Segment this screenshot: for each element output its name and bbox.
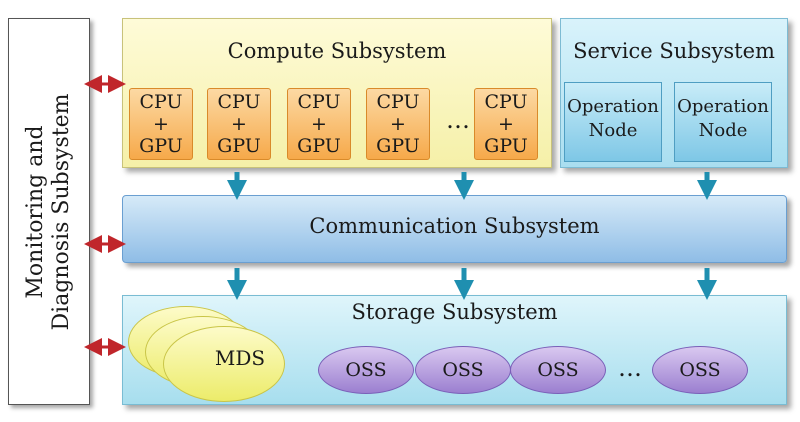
storage-ellipsis: …: [618, 354, 642, 382]
communication-subsystem-title: Communication Subsystem: [309, 214, 600, 238]
monitoring-subsystem-box: Monitoring and Diagnosis Subsystem: [8, 18, 90, 405]
monitoring-label-line2: Diagnosis Subsystem: [49, 93, 74, 330]
compute-subsystem-title: Compute Subsystem: [227, 39, 447, 63]
communication-subsystem-panel: Communication Subsystem: [122, 195, 787, 263]
compute-ellipsis: …: [446, 106, 470, 134]
oss-node: OSS: [318, 346, 414, 394]
monitoring-subsystem-label: Monitoring and Diagnosis Subsystem: [23, 32, 75, 392]
mds-label: MDS: [214, 346, 266, 370]
cpu-gpu-node: CPU+GPU: [287, 88, 351, 160]
monitoring-label-line1: Monitoring and: [23, 124, 48, 299]
service-subsystem-title: Service Subsystem: [573, 39, 775, 63]
cpu-gpu-node: CPU+GPU: [207, 88, 271, 160]
cpu-gpu-node: CPU+GPU: [474, 88, 538, 160]
oss-node: OSS: [415, 346, 511, 394]
storage-subsystem-title: Storage Subsystem: [351, 300, 558, 324]
oss-node: OSS: [510, 346, 606, 394]
mds-ellipse-front: [163, 326, 285, 402]
oss-node: OSS: [652, 346, 748, 394]
cpu-gpu-node: CPU+GPU: [129, 88, 193, 160]
cpu-gpu-node: CPU+GPU: [366, 88, 430, 160]
